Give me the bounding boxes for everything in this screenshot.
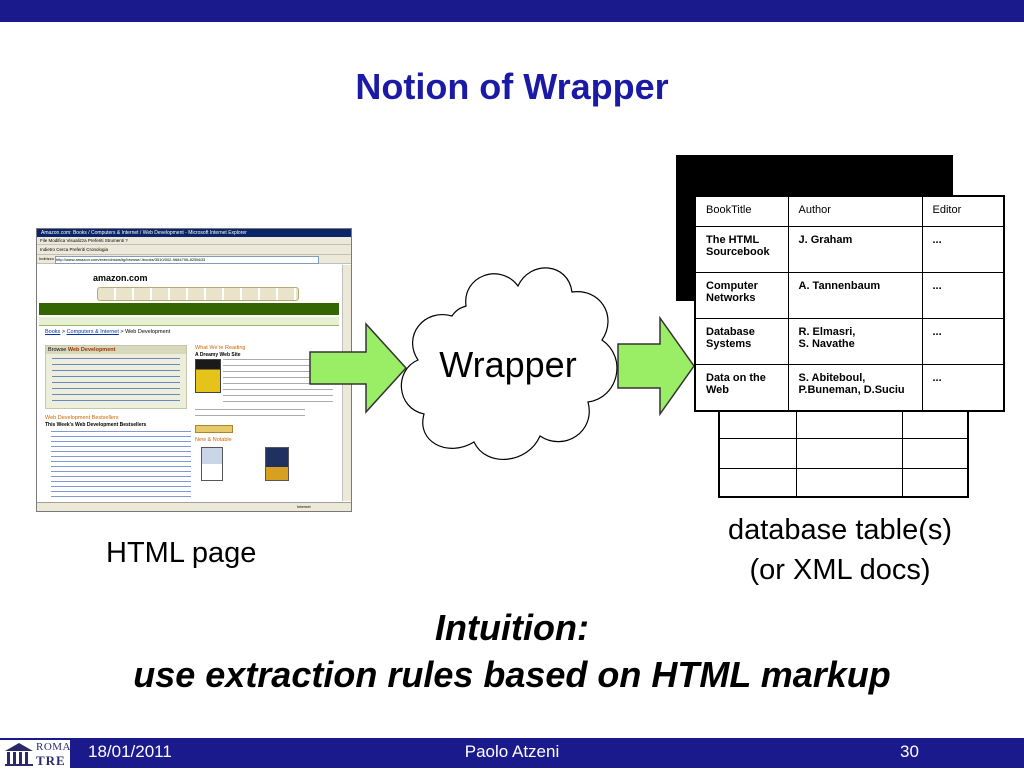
add-to-cart-button [195, 425, 233, 433]
browser-content: amazon.com Books > Computers & Internet … [37, 265, 343, 501]
browser-title-bar: Amazon.com: Books / Computers & Internet… [37, 229, 351, 237]
book-cover [201, 447, 223, 481]
cloud-icon [400, 267, 618, 461]
slide-title: Notion of Wrapper [355, 66, 669, 107]
browse-panel-heading: Browse Web Development [46, 346, 186, 354]
table-cell: A. Tannenbaum [787, 272, 923, 319]
grid-line [796, 410, 797, 496]
browse-links [52, 358, 180, 404]
browser-address-bar: Indirizzo http://www.amazon.com/exec/obi… [37, 254, 351, 264]
amazon-subnav [39, 303, 339, 315]
table-cell: ... [921, 364, 1005, 412]
page-number: 30 [900, 742, 919, 761]
price-text [195, 409, 305, 421]
bestsellers-subheading: This Week's Web Development Bestsellers [45, 422, 147, 428]
database-caption: database table(s) (or XML docs) [690, 510, 990, 590]
wrapper-label: Wrapper [439, 344, 577, 385]
html-page-screenshot: Amazon.com: Books / Computers & Internet… [36, 228, 352, 512]
table-cell: Data on the Web [694, 364, 789, 412]
reading-subheading: A Dreamy Web Site [195, 352, 241, 358]
browse-prefix: Browse [48, 347, 68, 353]
building-icon [5, 743, 33, 766]
table-cell: Computer Networks [694, 272, 789, 319]
grid-line [720, 438, 967, 439]
database-caption-line1: database table(s) [727, 514, 953, 546]
table-row: The HTML Sourcebook J. Graham ... [694, 226, 1005, 273]
table-cell: The HTML Sourcebook [694, 226, 789, 273]
database-table: BookTitle Author Editor The HTML Sourceb… [694, 195, 1005, 412]
intuition-line1: Intuition: [435, 607, 589, 648]
intuition-text: Intuition: use extraction rules based on… [0, 604, 1024, 698]
table-row: Computer Networks A. Tannenbaum ... [694, 272, 1005, 319]
address-label: Indirizzo [39, 256, 54, 261]
browser-status-bar: Internet [37, 502, 351, 511]
intuition-line2: use extraction rules based on HTML marku… [133, 654, 891, 695]
table-row: Data on the Web S. Abiteboul, P.Buneman,… [694, 364, 1005, 412]
arrow-right-icon [309, 322, 408, 414]
browse-title: Web Development [67, 347, 116, 353]
status-zone: Internet [297, 504, 311, 509]
footer-author: Paolo Atzeni [464, 742, 560, 761]
table-cell: J. Graham [787, 226, 923, 273]
table-row: Database Systems R. Elmasri, S. Navathe … [694, 318, 1005, 365]
browser-toolbar: Indietro Cerca Preferiti Cronologia [37, 244, 351, 254]
grid-line [720, 468, 967, 469]
address-field: http://www.amazon.com/exec/obidos/tg/bro… [55, 256, 319, 264]
table-cell: S. Abiteboul, P.Buneman, D.Suciu [787, 364, 923, 412]
book-cover [195, 359, 221, 393]
database-caption-line2: (or XML docs) [749, 554, 931, 586]
logo-text-roma: ROMA [36, 741, 72, 753]
column-header: BookTitle [694, 195, 789, 227]
table-cell: ... [921, 272, 1005, 319]
grid-line [678, 186, 951, 187]
footer-bar [0, 738, 1024, 768]
roma-tre-logo [0, 740, 70, 768]
arrow-right-icon [617, 316, 695, 416]
top-bar [0, 0, 1024, 22]
browse-panel: Browse Web Development [45, 345, 187, 409]
background-table [718, 408, 969, 498]
column-header: Editor [921, 195, 1005, 227]
amazon-logo: amazon.com [93, 273, 148, 283]
table-cell: ... [921, 318, 1005, 365]
reading-heading: What We're Reading [195, 345, 246, 351]
bestsellers-heading: Web Development Bestsellers [45, 415, 119, 421]
table-cell: Database Systems [694, 318, 789, 365]
breadcrumb-ci: Computers & Internet [66, 329, 119, 335]
breadcrumb-wd: > Web Development [118, 329, 171, 335]
table-cell: ... [921, 226, 1005, 273]
amazon-tabs [97, 287, 299, 301]
table-header-row: BookTitle Author Editor [694, 195, 1005, 227]
amazon-search-bar [39, 317, 339, 326]
html-page-caption: HTML page [106, 537, 257, 569]
amazon-breadcrumb: Books > Computers & Internet > Web Devel… [45, 329, 170, 335]
book-cover [265, 447, 289, 481]
footer-date: 18/01/2011 [88, 742, 172, 761]
column-header: Author [787, 195, 923, 227]
breadcrumb-books: Books [45, 329, 61, 335]
grid-line [902, 410, 903, 496]
logo-text-tre: TRE [36, 753, 66, 768]
table-cell: R. Elmasri, S. Navathe [787, 318, 923, 365]
bestsellers-list [51, 431, 191, 497]
breadcrumb-separator: > [60, 329, 67, 335]
browser-menu-bar: File Modifica Visualizza Preferiti Strum… [37, 237, 351, 244]
new-notable-heading: New & Notable [195, 437, 232, 443]
